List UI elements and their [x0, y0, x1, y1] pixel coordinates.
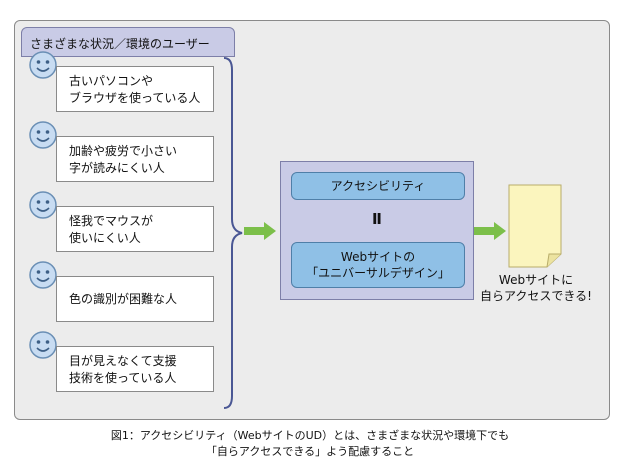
user-box-mouse: 怪我でマウスが 使いにくい人 [56, 206, 214, 252]
user-line-1: 怪我でマウスが [69, 214, 154, 228]
smiley-icon [29, 191, 57, 219]
caption-line-1: 図1：アクセシビリティ（WebサイトのUD）とは、さまざまな状況や環境下でも [110, 429, 510, 442]
accessibility-label: アクセシビリティ [291, 172, 465, 200]
result-line-2: 自らアクセスできる! [480, 289, 592, 303]
smiley-icon [29, 331, 57, 359]
user-line-1: 加齢や疲労で小さい [69, 144, 178, 158]
universal-design-label: Webサイトの 「ユニバーサルデザイン」 [291, 242, 465, 288]
arrow-right-icon [474, 222, 506, 240]
arrow-right-icon [244, 222, 276, 240]
user-line-2: ブラウザを使っている人 [69, 91, 201, 105]
smiley-icon [29, 121, 57, 149]
universal-design-line-2: 「ユニバーサルデザイン」 [306, 266, 450, 280]
user-line-1: 色の識別が困難な人 [69, 292, 178, 306]
caption-line-2: 「自らアクセスできる」よう配慮すること [205, 445, 415, 458]
user-box-small-text: 加齢や疲労で小さい 字が読みにくい人 [56, 136, 214, 182]
result-line-1: Webサイトに [498, 273, 574, 287]
universal-design-line-1: Webサイトの [340, 250, 416, 264]
panel-title: さまざまな状況／環境のユーザー [21, 27, 235, 57]
figure-caption: 図1：アクセシビリティ（WebサイトのUD）とは、さまざまな状況や環境下でも 「… [0, 428, 620, 460]
user-line-2: 字が読みにくい人 [69, 161, 165, 175]
user-box-assistive: 目が見えなくて支援 技術を使っている人 [56, 346, 214, 392]
user-box-color: 色の識別が困難な人 [56, 276, 214, 322]
user-line-1: 古いパソコンや [69, 74, 154, 88]
user-box-old-pc: 古いパソコンや ブラウザを使っている人 [56, 66, 214, 112]
user-line-1: 目が見えなくて支援 [69, 354, 177, 368]
document-icon [508, 184, 562, 268]
concept-panel: アクセシビリティ Ⅱ Webサイトの 「ユニバーサルデザイン」 [280, 161, 474, 300]
result-text: Webサイトに 自らアクセスできる! [480, 272, 592, 304]
user-line-2: 使いにくい人 [69, 231, 141, 245]
user-line-2: 技術を使っている人 [69, 371, 177, 385]
smiley-icon [29, 51, 57, 79]
smiley-icon [29, 261, 57, 289]
curly-brace [223, 57, 243, 409]
equals-sign: Ⅱ [372, 210, 382, 228]
